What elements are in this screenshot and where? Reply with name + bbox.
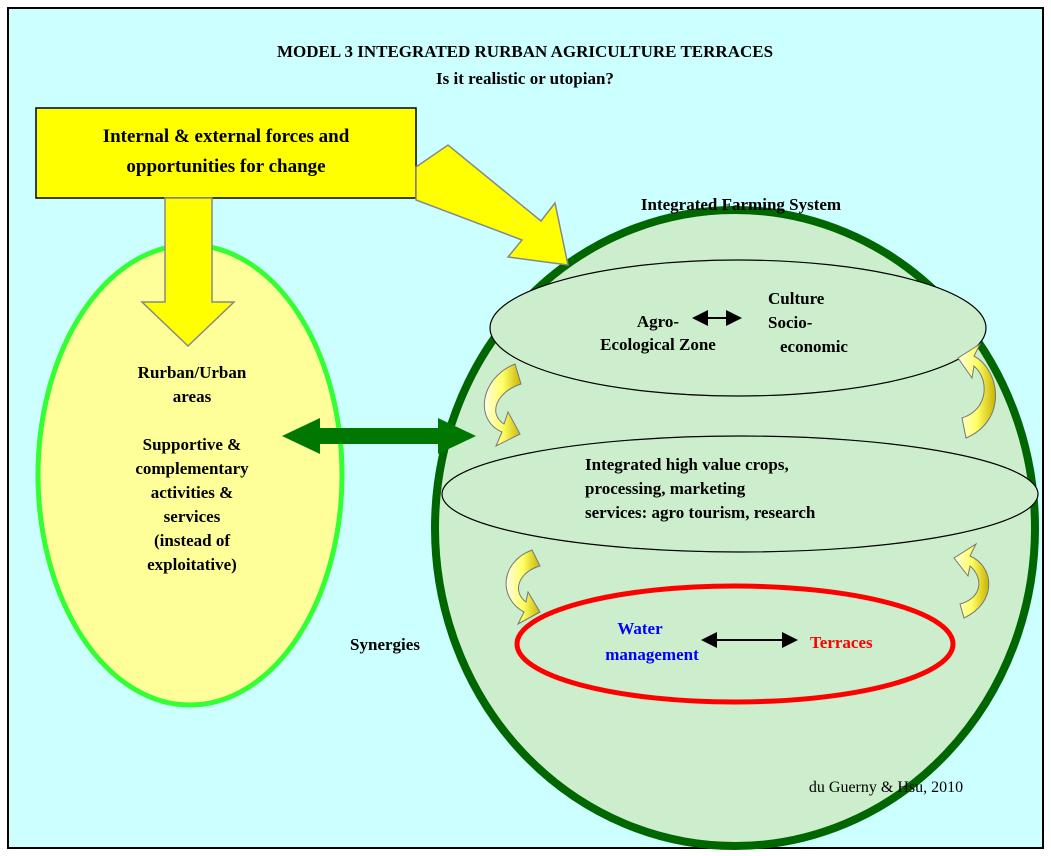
rurban-line: Rurban/Urban — [138, 363, 247, 382]
culture-line2: Socio- — [768, 313, 813, 332]
agro-line1: Agro- — [637, 312, 680, 331]
rurban-line: exploitative) — [147, 555, 237, 574]
water-line2: management — [605, 645, 699, 664]
synergy-double-arrow — [282, 418, 476, 454]
diagram-subtitle: Is it realistic or utopian? — [436, 69, 614, 88]
rurban-line: (instead of — [154, 531, 230, 550]
curved-arrow-upper-right — [957, 342, 996, 439]
terraces-label: Terraces — [810, 633, 873, 652]
diagram-title: MODEL 3 INTEGRATED RURBAN AGRICULTURE TE… — [277, 42, 773, 61]
curved-arrow-lower-left — [505, 549, 541, 626]
rurban-line: Supportive & — [143, 435, 242, 454]
crops-line3: services: agro tourism, research — [585, 503, 816, 522]
credit-text: du Guerny & Hsu, 2010 — [809, 779, 963, 796]
rurban-line: services — [164, 507, 221, 526]
water-terraces-ellipse — [514, 583, 956, 705]
culture-line1: Culture — [768, 289, 825, 308]
forces-diagonal-arrow — [415, 144, 569, 266]
rurban-line: complementary — [135, 459, 249, 478]
forces-line1: Internal & external forces and — [103, 126, 350, 147]
forces-down-arrow — [140, 197, 236, 348]
culture-line3: economic — [780, 337, 848, 356]
forces-line2: opportunities for change — [126, 156, 325, 177]
farming-system-title: Integrated Farming System — [641, 195, 841, 214]
crops-line2: processing, marketing — [585, 479, 746, 498]
rurban-line: activities & — [151, 483, 234, 502]
crops-ellipse — [441, 435, 1039, 553]
agro-culture-ellipse — [489, 259, 987, 397]
curved-arrow-upper-left — [483, 363, 522, 448]
crops-line1: Integrated high value crops, — [585, 455, 789, 474]
water-line1: Water — [617, 619, 663, 638]
curved-arrow-lower-right — [953, 542, 990, 619]
agro-line2: Ecological Zone — [600, 335, 716, 354]
forces-box — [35, 107, 417, 199]
synergies-label: Synergies — [350, 635, 420, 654]
rurban-line: areas — [173, 387, 212, 406]
